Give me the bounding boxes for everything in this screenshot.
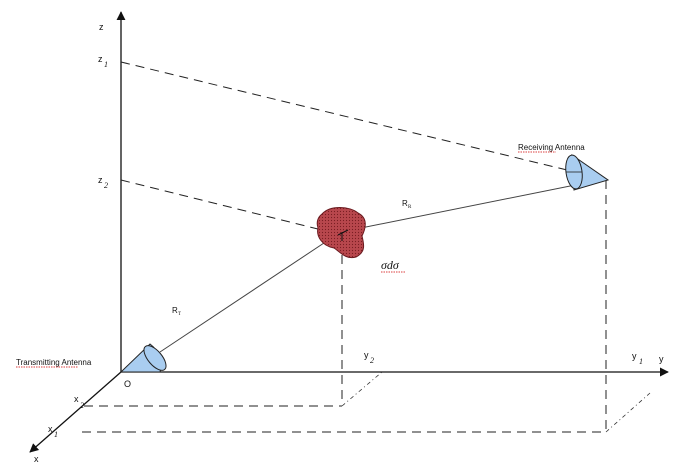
y1-label: y — [632, 351, 637, 361]
sigma-dsigma-label: σdσ — [381, 258, 400, 272]
z2-label: z — [98, 175, 103, 185]
y1-subscript: 1 — [639, 357, 643, 366]
rr-label: R — [402, 199, 408, 208]
z1-subscript: 1 — [104, 60, 108, 69]
z1-label: z — [98, 54, 103, 64]
x2-label: x — [74, 394, 79, 404]
rr-subscript: R — [408, 205, 412, 210]
y2-subscript: 2 — [370, 356, 374, 365]
receiving-antenna-icon — [565, 154, 610, 191]
rt-subscript: T — [178, 312, 181, 317]
x1-subscript: 1 — [54, 430, 58, 439]
x1-label: x — [48, 424, 53, 434]
x-axis — [29, 371, 122, 453]
target-blob — [316, 207, 366, 259]
y-axis-label: y — [659, 354, 664, 364]
x-axis-label: x — [34, 454, 39, 462]
rt-label: R — [172, 306, 178, 315]
transmitting-antenna-label: Transmitting Antenna — [16, 358, 92, 367]
z2-subscript: 2 — [104, 181, 108, 190]
x2-subscript: 2 — [80, 401, 84, 410]
receiving-antenna-label: Receiving Antenna — [518, 143, 585, 152]
z-axis-label: z — [99, 22, 104, 32]
floor-dashdot-lines — [341, 371, 651, 433]
target-mark — [337, 229, 349, 236]
range-line-rr — [345, 179, 601, 232]
projection-lines — [82, 61, 607, 433]
origin-label: O — [124, 379, 131, 389]
transmitting-antenna-icon — [119, 343, 167, 373]
y2-label: y — [364, 350, 369, 360]
range-line-rt — [159, 234, 337, 353]
